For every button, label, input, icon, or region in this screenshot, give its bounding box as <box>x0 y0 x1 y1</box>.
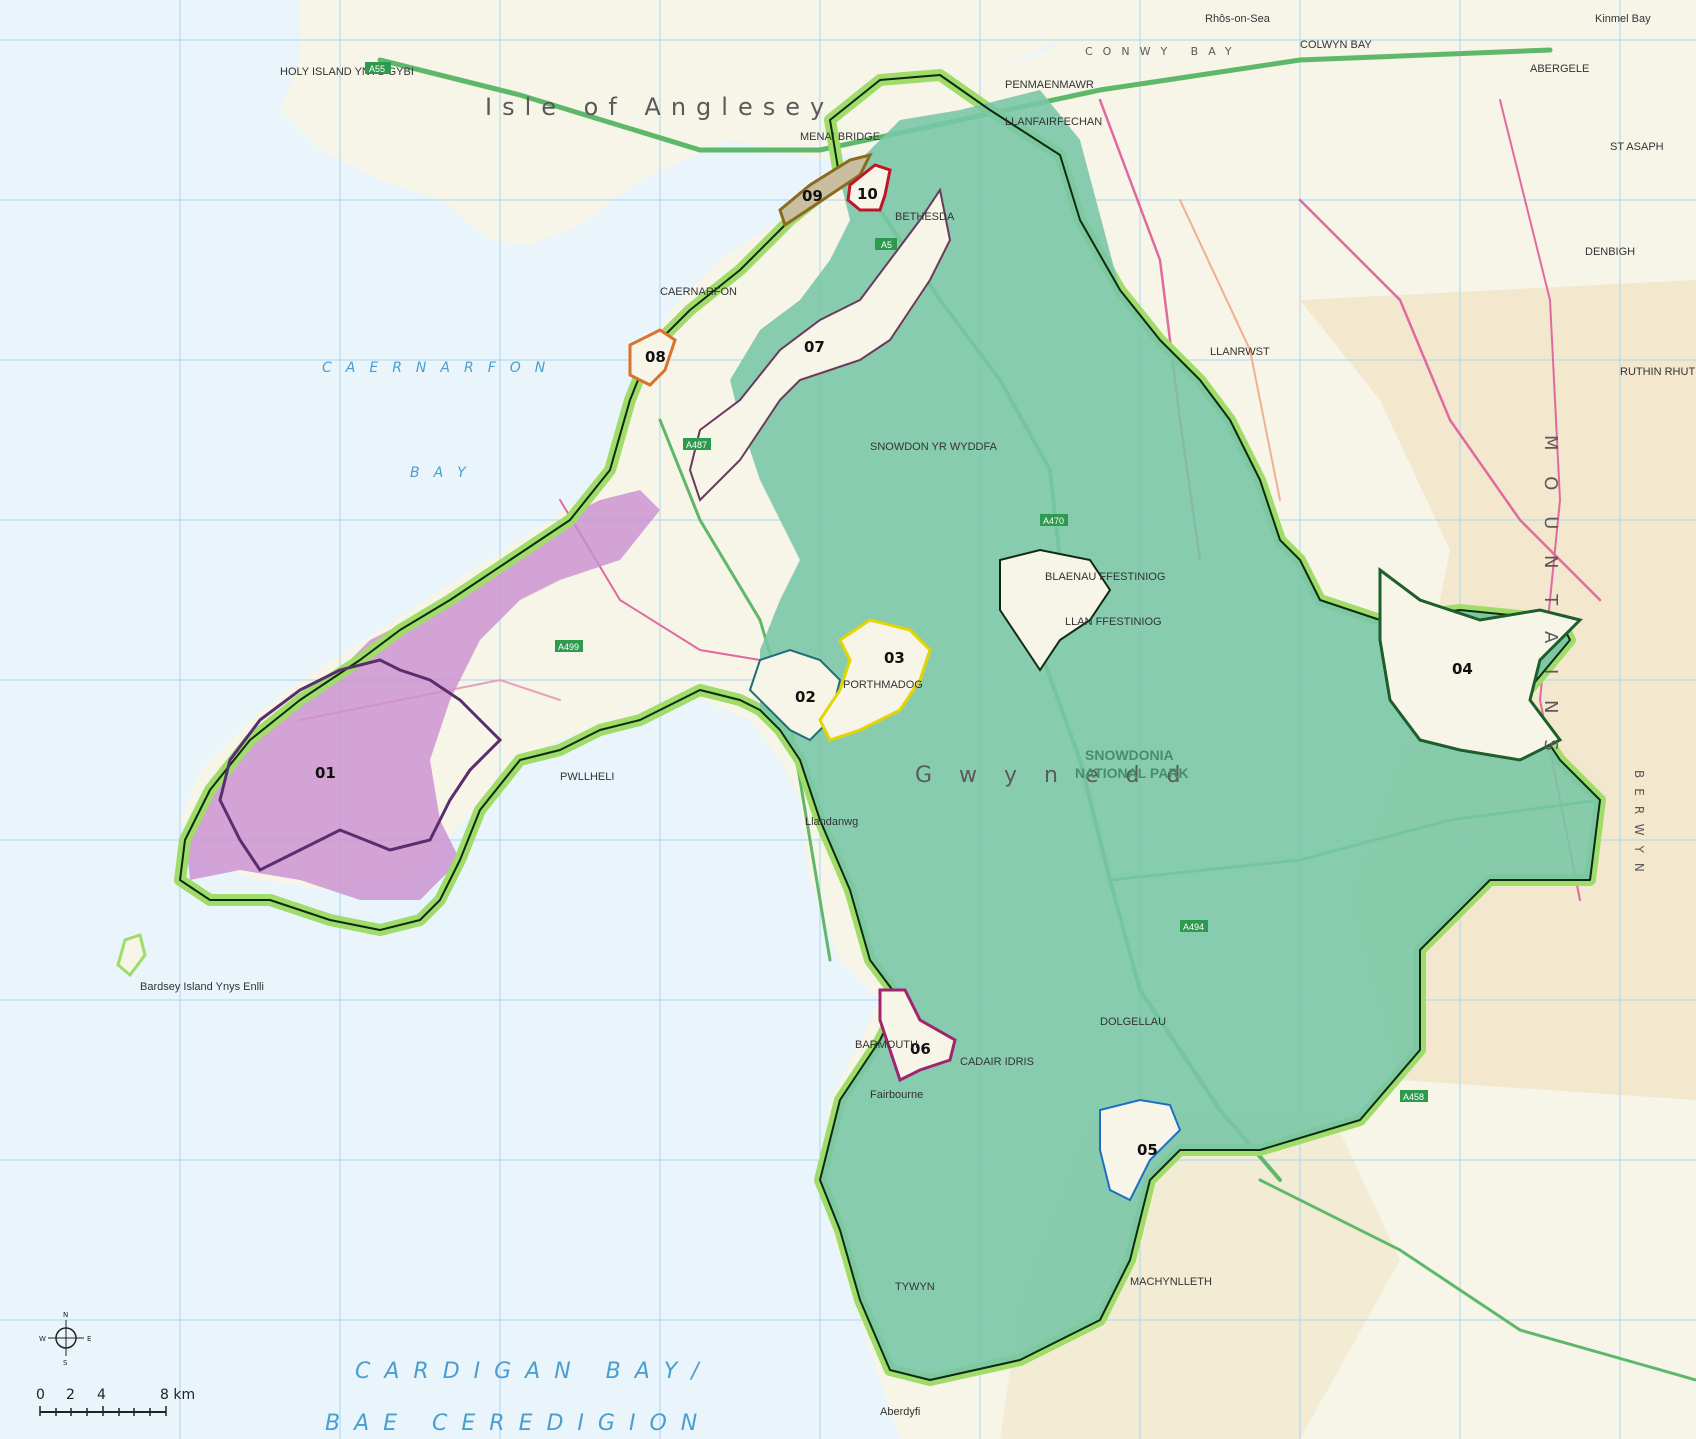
area-10-outline[interactable] <box>846 163 892 212</box>
area-05-outline[interactable] <box>1099 1098 1182 1202</box>
area-02-outline[interactable] <box>748 648 842 742</box>
berwyn-label: BERWYN <box>1632 770 1646 882</box>
town-caernarfon: CAERNARFON <box>660 286 737 298</box>
compass-w: W <box>39 1335 46 1343</box>
compass-rose: N S E W <box>39 1311 91 1367</box>
conwy-bay-label: CONWY BAY <box>1085 45 1242 58</box>
area-06-outline[interactable] <box>878 988 957 1083</box>
scale-bar: 0 2 4 8 km <box>36 1387 195 1416</box>
town-holy-island: HOLY ISLAND YNYS GYBI <box>280 66 414 78</box>
town-cadair-idris: CADAIR IDRIS <box>960 1056 1034 1068</box>
area-10-label: 10 <box>857 185 878 203</box>
area-03-outline[interactable] <box>818 618 932 742</box>
area-03-label: 03 <box>884 649 905 667</box>
town-llanfairfechan: LLANFAIRFECHAN <box>1005 116 1102 128</box>
area-07-label: 07 <box>804 338 825 356</box>
town-denbigh: DENBIGH <box>1585 246 1635 258</box>
road-badge-a5: A5 <box>881 240 892 250</box>
town-penmaenmawr: PENMAENMAWR <box>1005 79 1094 91</box>
town-rhos-on-sea: Rhôs-on-Sea <box>1205 13 1271 25</box>
town-barmouth: BARMOUTH <box>855 1039 918 1051</box>
area-07-outline[interactable] <box>688 187 952 502</box>
area-09-label: 09 <box>802 187 823 205</box>
town-snowdon: SNOWDON YR WYDDFA <box>870 441 998 453</box>
area-05-label: 05 <box>1137 1141 1158 1159</box>
area-04-label: 04 <box>1452 660 1473 678</box>
study-areas <box>218 152 1583 1202</box>
town-pwllheli: PWLLHELI <box>560 771 614 783</box>
town-bethesda: BETHESDA <box>895 211 955 223</box>
caernarfon-bay-label-2: BAY <box>410 465 480 481</box>
scale-label-2: 2 <box>66 1387 75 1403</box>
gwynedd-label: G w y n e d d <box>915 763 1190 788</box>
blaenau-enclave <box>999 548 1112 672</box>
area-01-label: 01 <box>315 764 336 782</box>
area-08-outline[interactable] <box>628 328 677 387</box>
town-kinmel-bay: Kinmel Bay <box>1595 13 1651 25</box>
town-aberdyfi: Aberdyfi <box>880 1406 920 1418</box>
town-llan-ffestiniog: LLAN FFESTINIOG <box>1065 616 1162 628</box>
town-llandanwg: Llandanwg <box>805 816 858 828</box>
road-badge-a458: A458 <box>1403 1092 1424 1102</box>
road-badge-a470: A470 <box>1043 516 1064 526</box>
area-06-label: 06 <box>910 1040 931 1058</box>
area-labels: 01 02 03 04 05 06 07 08 09 10 <box>315 185 1473 1159</box>
area-02-label: 02 <box>795 688 816 706</box>
snowdonia-label-2: NATIONAL PARK <box>1075 765 1189 781</box>
town-machynlleth: MACHYNLLETH <box>1130 1276 1212 1288</box>
road-badge-a55: A55 <box>369 64 385 74</box>
scale-label-8: 8 km <box>160 1387 195 1403</box>
cardigan-bay-label-1: CARDIGAN BAY/ <box>355 1359 713 1384</box>
scale-label-0: 0 <box>36 1387 45 1403</box>
road-badge-a499: A499 <box>558 642 579 652</box>
town-bardsey: Bardsey Island Ynys Enlli <box>140 981 264 993</box>
region-labels: Isle of Anglesey CAERNARFON BAY CARDIGAN… <box>322 45 1646 1436</box>
road-badge-a494: A494 <box>1183 922 1204 932</box>
area-08-label: 08 <box>645 348 666 366</box>
town-fairbourne: Fairbourne <box>870 1089 923 1101</box>
town-tywyn: TYWYN <box>895 1281 935 1293</box>
area-09-outline[interactable] <box>778 152 873 228</box>
mountains-label: M O U N T A I N S <box>1540 435 1561 761</box>
compass-n: N <box>63 1311 68 1319</box>
aonb-llyn <box>185 490 660 900</box>
area-01-outline[interactable] <box>218 658 503 872</box>
town-st-asaph: ST ASAPH <box>1610 141 1664 153</box>
town-abergele: ABERGELE <box>1530 63 1589 75</box>
town-colwyn-bay: COLWYN BAY <box>1300 39 1372 51</box>
snowdonia-label-1: SNOWDONIA <box>1085 747 1174 763</box>
town-llanrwst: LLANRWST <box>1210 346 1270 358</box>
scale-label-4: 4 <box>97 1387 106 1403</box>
caernarfon-bay-label-1: CAERNARFON <box>322 360 559 376</box>
town-ruthin: RUTHIN RHUTHUN <box>1620 366 1696 378</box>
compass-e: E <box>87 1335 91 1343</box>
cardigan-bay-label-2: BAE CEREDIGION <box>325 1411 711 1436</box>
town-dolgellau: DOLGELLAU <box>1100 1016 1166 1028</box>
area-04-outline[interactable] <box>1378 567 1583 762</box>
road-badge-a487: A487 <box>686 440 707 450</box>
road-badges: A55 A5 A470 A487 A494 A458 A499 <box>365 62 1428 1102</box>
anglesey-label: Isle of Anglesey <box>485 93 834 121</box>
town-porthmadog: PORTHMADOG <box>843 679 923 691</box>
town-menai-bridge: MENAI BRIDGE <box>800 131 880 143</box>
town-blaenau: BLAENAU FFESTINIOG <box>1045 571 1165 583</box>
compass-s: S <box>63 1359 68 1367</box>
